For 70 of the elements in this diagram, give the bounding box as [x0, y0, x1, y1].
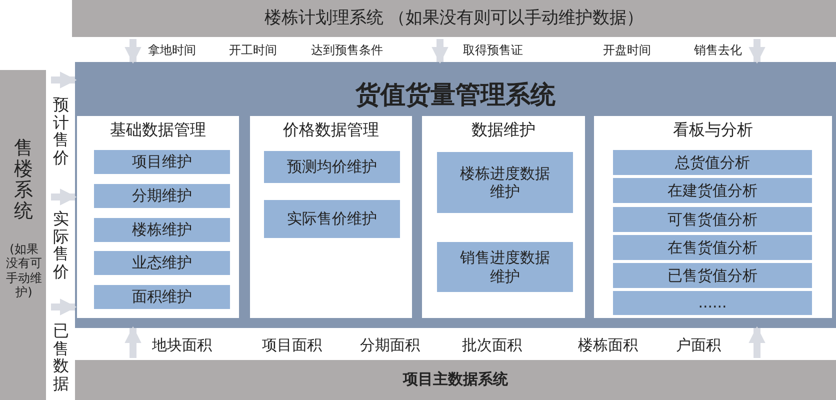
flow-label: 已售数据	[53, 322, 69, 392]
flow-arrow	[51, 72, 77, 88]
function-box	[613, 235, 812, 260]
flow-label: 达到预售条件	[311, 42, 383, 59]
module-panel	[77, 116, 239, 318]
function-box	[613, 178, 812, 203]
system-box	[75, 360, 836, 400]
panel-heading: 看板与分析	[672, 120, 754, 141]
function-box	[94, 251, 230, 275]
function-label: 在建货值分析	[666, 181, 758, 200]
flow-arrow	[124, 326, 142, 358]
function-box	[94, 285, 230, 309]
function-label: 可售货值分析	[666, 210, 758, 229]
module-panel	[250, 116, 412, 318]
function-box	[613, 150, 812, 175]
flow-label: 拿地时间	[148, 42, 196, 59]
flow-label: 分期面积	[360, 336, 420, 355]
function-box	[264, 151, 400, 183]
function-label: 预测均价维护	[286, 158, 378, 176]
flow-label: 地块面积	[152, 336, 212, 355]
panel-heading: 数据维护	[470, 120, 536, 141]
system-box	[72, 0, 836, 37]
function-box	[613, 291, 812, 315]
main-title: 货值货量管理系统	[354, 79, 556, 111]
flow-arrow	[124, 39, 142, 64]
function-label: 面积维护	[131, 288, 193, 306]
flow-label: 楼栋面积	[578, 336, 638, 355]
function-box	[264, 200, 400, 238]
function-box	[94, 218, 230, 242]
function-box	[94, 184, 230, 208]
flow-label: 取得预售证	[463, 42, 523, 59]
panel-heading: 基础数据管理	[109, 120, 207, 141]
system-title: 项目主数据系统	[402, 370, 509, 389]
flow-arrow	[432, 39, 448, 64]
module-panel	[422, 116, 585, 318]
function-box	[437, 152, 573, 213]
function-label: 销售进度数据维护	[459, 248, 551, 286]
flow-arrow	[51, 298, 77, 316]
flow-arrow	[748, 39, 766, 64]
flow-label: 户面积	[676, 336, 721, 355]
function-label: 总货值分析	[674, 153, 751, 172]
function-label: ......	[697, 294, 728, 312]
flow-label: 预计售价	[53, 96, 69, 166]
function-label: 已售货值分析	[666, 266, 758, 285]
system-title: 楼栋计划理系统 （如果没有则可以手动维护数据）	[263, 7, 645, 29]
flow-arrow	[748, 326, 766, 358]
function-label: 在售货值分析	[666, 238, 758, 257]
function-label: 项目维护	[131, 152, 193, 172]
flow-arrow	[51, 188, 77, 206]
panel-heading: 价格数据管理	[282, 120, 380, 141]
function-label: 楼栋维护	[131, 220, 193, 240]
module-panel	[594, 116, 832, 318]
function-label: 楼栋进度数据维护	[459, 164, 551, 202]
function-box	[613, 207, 812, 232]
main-system-box	[75, 62, 836, 328]
flow-label: 开工时间	[229, 42, 277, 59]
function-box	[94, 150, 230, 174]
function-label: 业态维护	[131, 254, 193, 272]
flow-label: 项目面积	[262, 336, 322, 355]
function-box	[613, 263, 812, 288]
function-label: 分期维护	[131, 186, 193, 206]
flow-label: 实际售价	[53, 210, 69, 280]
system-title: 售楼系统	[14, 138, 33, 222]
flow-label: 销售去化	[694, 42, 742, 59]
system-box	[0, 70, 46, 400]
system-note: (如果没有可手动维护)	[5, 242, 43, 300]
function-box	[437, 242, 573, 292]
flow-label: 批次面积	[462, 336, 522, 355]
function-label: 实际售价维护	[286, 210, 378, 228]
flow-label: 开盘时间	[603, 42, 651, 59]
